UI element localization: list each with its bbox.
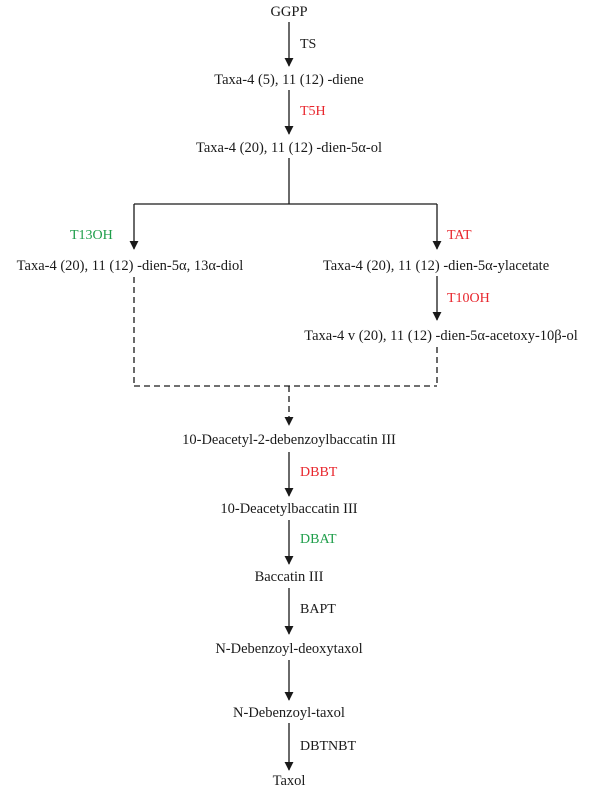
compound-taxol: Taxol: [272, 773, 306, 789]
enzyme-ts: TS: [300, 37, 317, 52]
enzyme-dbtnbt: DBTNBT: [300, 739, 356, 754]
compound-acetate: Taxa-4 (20), 11 (12) -dien-5α-ylacetate: [322, 258, 550, 274]
enzyme-t10oh: T10OH: [447, 291, 490, 306]
enzyme-bapt: BAPT: [300, 602, 336, 617]
enzyme-t13oh: T13OH: [70, 228, 113, 243]
compound-taxadiene: Taxa-4 (5), 11 (12) -diene: [214, 72, 364, 88]
compound-debenzoyl-taxol: N-Debenzoyl-taxol: [233, 705, 345, 721]
compound-baccatin: Baccatin III: [254, 569, 324, 585]
enzyme-t5h: T5H: [300, 104, 326, 119]
enzyme-dbbt: DBBT: [300, 465, 338, 480]
enzyme-tat: TAT: [447, 228, 472, 243]
compound-deacetylbaccatin: 10-Deacetylbaccatin III: [220, 501, 358, 517]
compound-debenzoyl-deoxytaxol: N-Debenzoyl-deoxytaxol: [215, 641, 363, 657]
enzyme-dbat: DBAT: [300, 532, 337, 547]
compound-ggpp: GGPP: [270, 4, 308, 20]
compound-diol: Taxa-4 (20), 11 (12) -dien-5α, 13α-diol: [16, 258, 244, 274]
compound-deacetyl-debenzoyl-baccatin: 10-Deacetyl-2-debenzoylbaccatin III: [182, 432, 396, 448]
compound-acetoxy: Taxa-4 v (20), 11 (12) -dien-5α-acetoxy-…: [304, 328, 578, 344]
compound-taxadienol: Taxa-4 (20), 11 (12) -dien-5α-ol: [195, 140, 383, 156]
